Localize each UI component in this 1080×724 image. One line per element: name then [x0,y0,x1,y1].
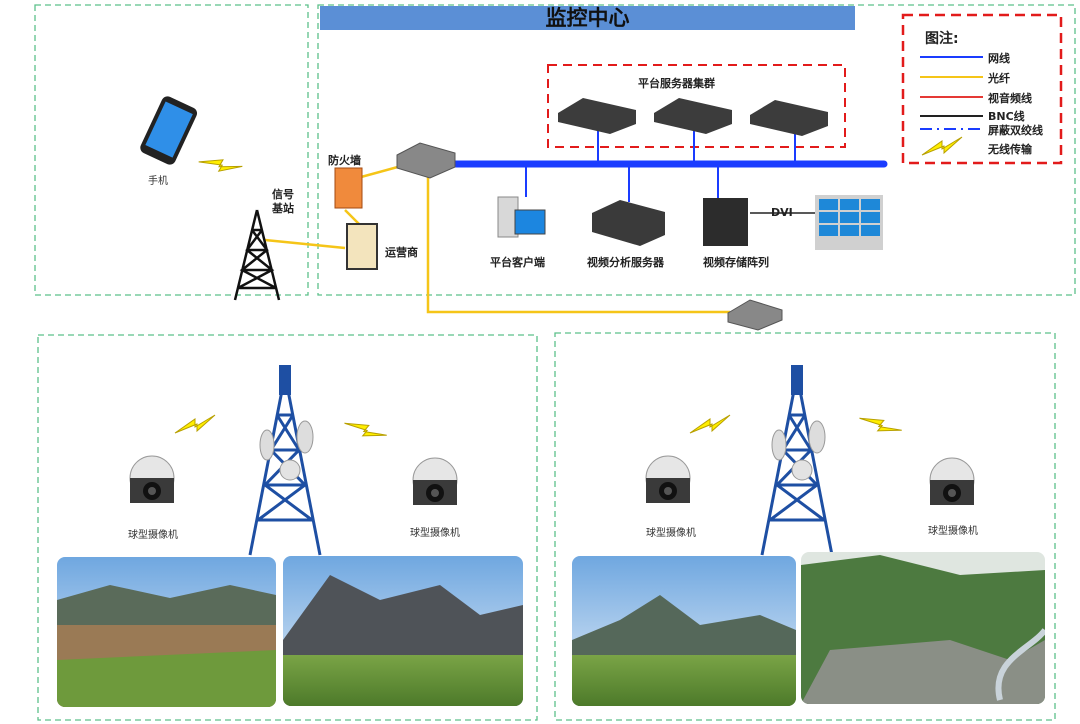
zone-mobile [34,4,309,296]
base-station-label: 信号 基站 [272,188,294,215]
dvi-label: DVI [771,206,793,219]
cluster-title: 平台服务器集群 [638,77,715,90]
legend-heading: 图注: [925,31,959,47]
legend-box [901,13,1063,165]
analysis-server-label: 视频分析服务器 [587,256,664,269]
landscape-photos [57,552,1045,707]
storage-label: 视频存储阵列 [703,256,769,269]
phone-label: 手机 [148,176,168,187]
zone-site-1 [37,334,538,721]
legend-item: 屏蔽双绞线 [988,124,1043,137]
camera-label: 球型摄像机 [410,528,460,539]
camera-label: 球型摄像机 [646,528,696,539]
operator-label: 运营商 [385,246,418,259]
camera-label: 球型摄像机 [128,530,178,541]
page-title: 监控中心 [320,6,855,30]
firewall-label: 防火墙 [328,154,361,167]
legend-item: 网线 [988,52,1010,65]
legend-item: BNC线 [988,110,1025,123]
legend-item: 视音频线 [988,92,1032,105]
legend-item: 无线传输 [988,143,1032,156]
zone-site-2 [554,332,1056,721]
legend-item: 光纤 [988,72,1010,85]
zone-monitoring-center [317,4,1076,296]
camera-label: 球型摄像机 [928,526,978,537]
client-label: 平台客户端 [490,256,545,269]
cluster-servers [558,98,828,136]
